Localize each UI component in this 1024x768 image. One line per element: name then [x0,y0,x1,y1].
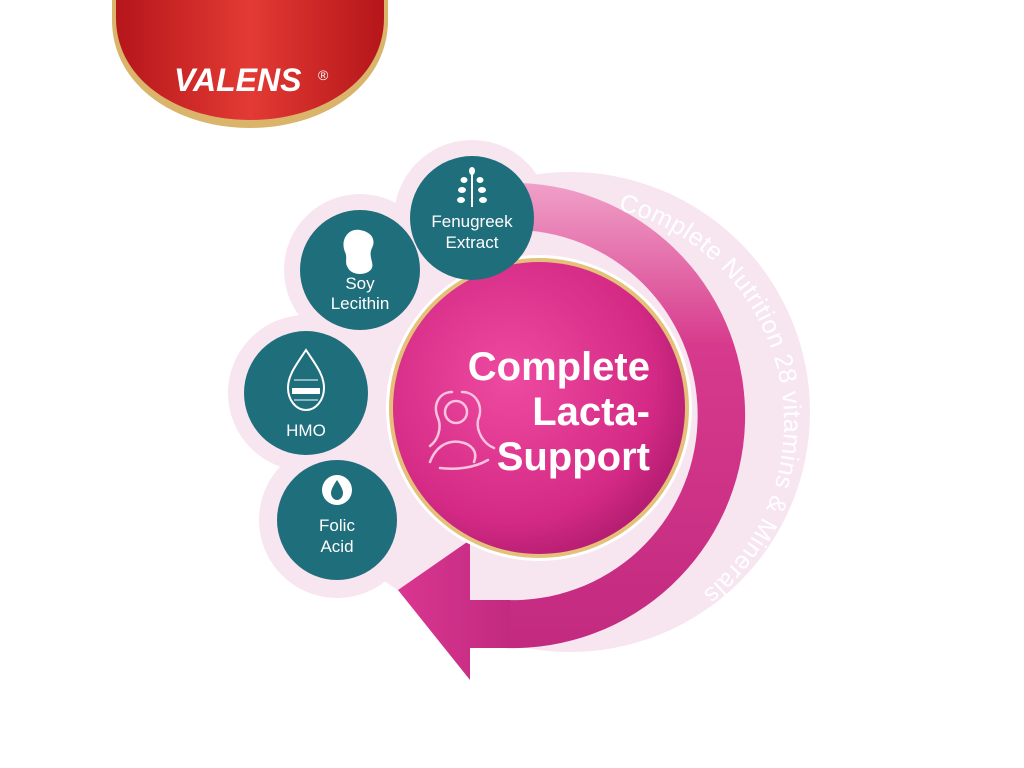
arrow-head [398,540,510,680]
soy-bean-icon [343,229,374,274]
soy-line-1: Soy [345,274,375,293]
fenugreek-plant-icon [457,167,487,207]
soy-line-2: Lecithin [331,294,390,313]
ingredient-folic-acid: Folic Acid [277,460,397,580]
mother-baby-icon [428,390,496,470]
hmo-label: HMO [286,421,326,440]
center-line-3: Support [497,435,650,479]
registered-mark: ® [318,67,329,83]
ingredient-fenugreek: Fenugreek Extract [410,156,534,280]
hmo-droplet-icon [286,348,326,412]
folic-drop-icon [322,475,352,505]
center-badge: Complete Lacta- Support [386,255,692,561]
ingredient-hmo: HMO [244,331,368,455]
folic-line-1: Folic [319,516,355,535]
fenugreek-line-2: Extract [446,233,499,252]
center-line-1: Complete [468,345,650,389]
center-line-2: Lacta- [532,390,650,434]
fenugreek-line-1: Fenugreek [431,212,513,231]
folic-line-2: Acid [320,537,353,556]
valens-logo: VALENS ® [112,0,388,128]
ingredient-soy-lecithin: Soy Lecithin [300,210,420,330]
brand-name: VALENS [174,62,302,98]
